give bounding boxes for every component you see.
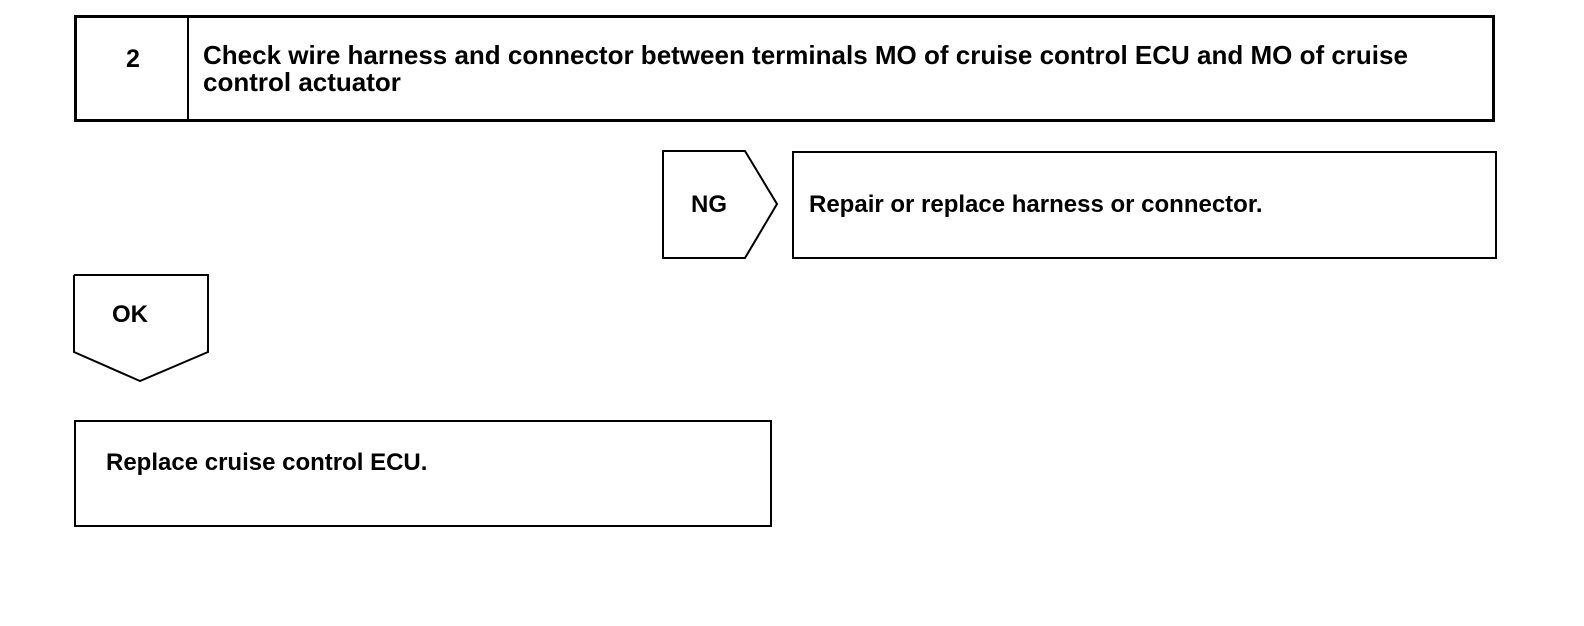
ok-action-text: Replace cruise control ECU.	[106, 449, 428, 476]
ng-action-text: Repair or replace harness or connector.	[809, 191, 1263, 218]
step-number: 2	[126, 45, 140, 73]
ok-label: OK	[112, 301, 148, 328]
ng-label: NG	[691, 191, 727, 218]
ok-action-box: Replace cruise control ECU.	[74, 420, 772, 527]
ng-tag-shape	[662, 150, 779, 259]
step-title: Check wire harness and connector between…	[203, 40, 1408, 97]
step-number-cell: 2	[77, 18, 189, 119]
step-header-box: 2 Check wire harness and connector betwe…	[74, 15, 1495, 122]
ng-action-box: Repair or replace harness or connector.	[792, 151, 1497, 259]
ok-tag-shape	[73, 274, 209, 383]
